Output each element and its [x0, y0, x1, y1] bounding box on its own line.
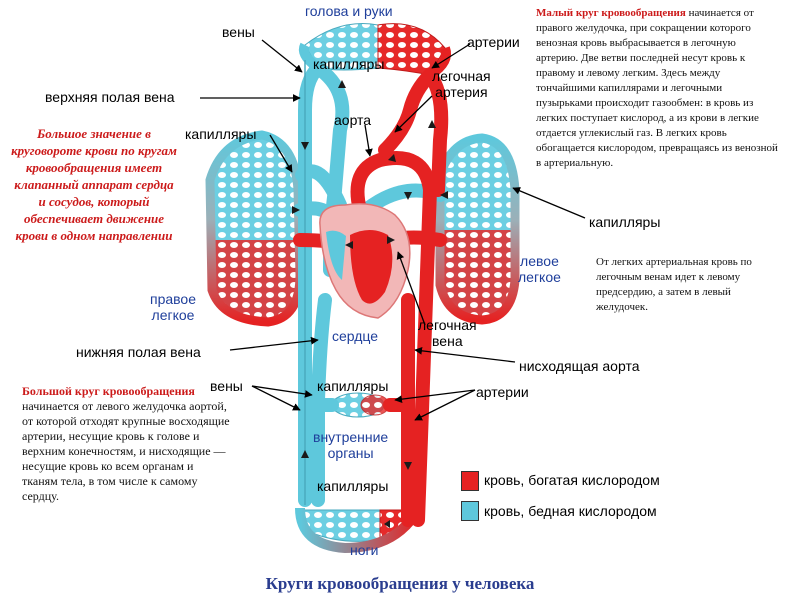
- label-pulmonary-vein: легочная вена: [418, 317, 477, 349]
- legs-capillary-bed: [295, 507, 423, 554]
- label-capillaries-mid: капилляры: [317, 378, 389, 394]
- label-left-lung: левое легкое: [518, 253, 561, 285]
- label-legs: ноги: [350, 542, 379, 558]
- label-capillaries-top: капилляры: [313, 56, 385, 72]
- small-circle-text: начинается от правого желудочка, при сок…: [536, 7, 778, 169]
- label-head-arms: голова и руки: [305, 3, 393, 19]
- label-arteries-top: артерии: [467, 34, 520, 50]
- legend-swatch-oxygen-poor: [461, 501, 479, 521]
- label-arteries-bottom: артерии: [476, 384, 529, 400]
- label-internal-organs: внутренние органы: [313, 429, 389, 461]
- pulmonary-veins-note: От легких артериальная кровь по легочным…: [596, 256, 752, 313]
- label-pulmonary-artery: легочная артерия: [432, 68, 491, 100]
- label-capillaries-bottom: капилляры: [317, 478, 389, 494]
- organs-capillary-bed: [331, 392, 390, 418]
- big-circle-title: Большой круг кровообращения: [22, 384, 195, 398]
- legend-label-oxygen-rich: кровь, богатая кислородом: [484, 472, 660, 488]
- label-descending-aorta: нисходящая аорта: [519, 358, 640, 374]
- label-superior-vena-cava: верхняя полая вена: [45, 89, 175, 105]
- big-circle-text: начинается от левого желудочка аортой, о…: [22, 399, 230, 503]
- label-veins-bottom: вены: [210, 378, 243, 394]
- small-circle-title: Малый круг кровообращения: [536, 7, 686, 19]
- heart: [319, 203, 411, 319]
- label-capillaries-right: капилляры: [589, 214, 661, 230]
- label-right-lung: правое легкое: [150, 291, 197, 323]
- diagram-caption: Круги кровообращения у человека: [265, 574, 535, 593]
- legend-swatch-oxygen-rich: [461, 471, 479, 491]
- label-capillaries-left: капилляры: [185, 126, 257, 142]
- leader-lines: [200, 39, 586, 421]
- legend-label-oxygen-poor: кровь, бедная кислородом: [484, 503, 657, 519]
- arterial-vessels: [293, 68, 449, 527]
- left-lung: [435, 133, 520, 325]
- label-aorta: аорта: [334, 112, 372, 128]
- head-capillary-bed: [298, 23, 451, 80]
- big-circle-note: Большой круг кровообращения начинается о…: [22, 384, 232, 504]
- small-circle-note: Малый круг кровообращения начинается от …: [536, 6, 780, 171]
- valves-note: Большое значение в круговороте крови по …: [11, 126, 177, 243]
- label-heart: сердце: [332, 328, 379, 344]
- label-veins-top: вены: [222, 24, 255, 40]
- flow-arrows: [292, 80, 448, 528]
- label-inferior-vena-cava: нижняя полая вена: [76, 344, 201, 360]
